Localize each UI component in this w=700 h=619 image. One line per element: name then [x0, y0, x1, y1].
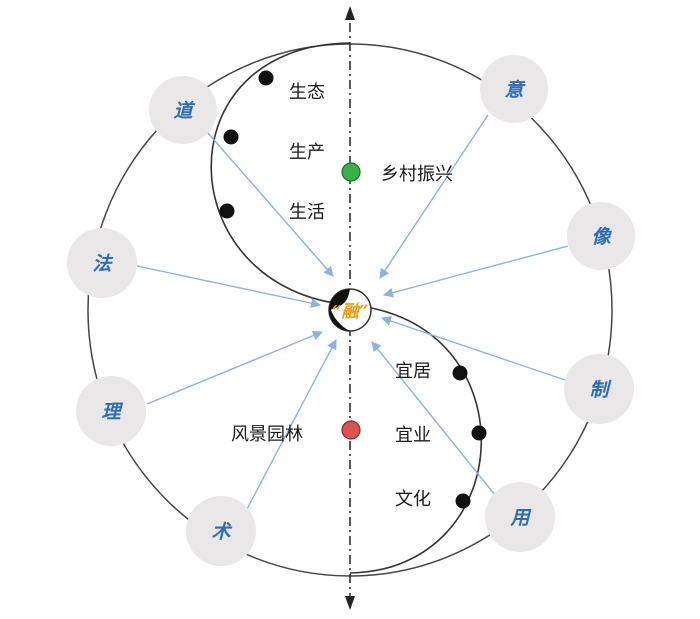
label-shengchan: 生产	[289, 142, 325, 163]
arrow-xiang	[383, 245, 569, 298]
node-li: 理	[76, 376, 146, 446]
node-zhi: 制	[564, 354, 634, 424]
dot-wenhua	[455, 493, 471, 509]
label-lower-marker: 风景园林	[231, 424, 303, 445]
node-shu-label: 术	[211, 521, 232, 543]
node-fa-label: 法	[92, 253, 113, 275]
dot-shengchan	[223, 129, 239, 145]
node-zhi-label: 制	[589, 379, 612, 401]
arrow-dao	[207, 132, 334, 277]
label-upper-marker: 乡村振兴	[381, 164, 453, 185]
lower-s-curve	[349, 304, 482, 574]
upper-s-curve	[210, 42, 351, 306]
label-yiju: 宜居	[395, 361, 431, 382]
node-li-label: 理	[101, 401, 123, 423]
arrow-shu	[245, 339, 337, 512]
node-yong: 用	[485, 482, 555, 552]
node-xiang-label: 像	[591, 226, 612, 248]
label-shenghuo: 生活	[289, 202, 325, 223]
node-yi: 意	[480, 55, 548, 123]
node-yong-label: 用	[509, 507, 531, 529]
center-label: “融”	[332, 302, 369, 322]
arrow-yi	[379, 114, 489, 279]
node-fa: 法	[67, 228, 137, 298]
axis-arrow-top	[345, 6, 355, 20]
upper-marker	[341, 162, 361, 182]
node-shu: 术	[186, 496, 256, 566]
arrow-li	[146, 330, 323, 405]
dot-shengtai	[258, 70, 274, 86]
label-shengtai: 生态	[289, 82, 325, 103]
label-wenhua: 文化	[395, 489, 431, 510]
arrow-zhi	[381, 316, 566, 381]
dot-yiye	[471, 425, 487, 441]
center-symbol: “融”	[328, 288, 372, 332]
arrow-yong	[371, 341, 496, 496]
dot-yiju	[452, 365, 468, 381]
node-dao: 道	[149, 76, 217, 144]
label-yiye: 宜业	[395, 425, 431, 446]
arrow-fa	[136, 265, 321, 309]
dot-shenghuo	[219, 203, 235, 219]
node-yi-label: 意	[504, 79, 526, 101]
node-dao-label: 道	[173, 100, 195, 122]
axis-arrow-bottom	[345, 596, 355, 610]
lower-marker	[341, 420, 361, 440]
node-xiang: 像	[567, 202, 635, 270]
